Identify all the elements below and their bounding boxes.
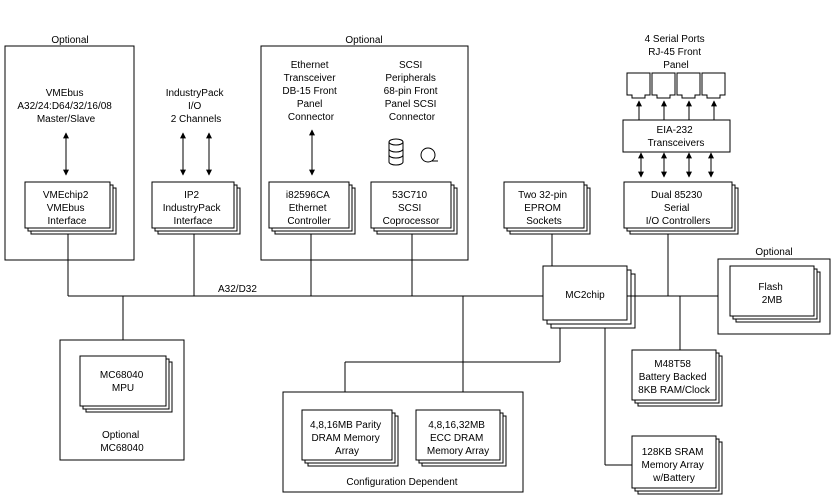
m48t58-label: M48T58 Battery Backed 8KB RAM/Clock xyxy=(638,359,711,396)
i82596-box xyxy=(268,181,350,229)
config-dependent-label: Configuration Dependent xyxy=(346,477,457,488)
vmechip2-label: VMEchip2 VMEbus Interface xyxy=(43,190,91,227)
flash-box xyxy=(729,265,815,317)
optional-cpu-label: Optional MC68040 xyxy=(100,430,144,454)
dram-parity-box xyxy=(301,409,393,461)
disk-drive-icon xyxy=(388,138,404,166)
scsi710-label: 53C710 SCSI Coprocessor xyxy=(383,190,440,227)
dram-ecc-label: 4,8,16,32MB ECC DRAM Memory Array xyxy=(427,420,489,457)
optional-flash-label: Optional xyxy=(755,247,792,258)
eia232-label: EIA-232 Transceivers xyxy=(648,125,705,149)
eprom-box xyxy=(503,181,585,229)
bus-label: A32/D32 xyxy=(218,284,257,295)
mc68040-box xyxy=(79,355,167,407)
dual85230-box xyxy=(623,181,733,229)
i82596-label: i82596CA Ethernet Controller xyxy=(286,190,332,227)
dram-ecc-box xyxy=(415,409,501,461)
ip2-label: IP2 IndustryPack Interface xyxy=(163,190,224,227)
optional-vme-label: Optional xyxy=(51,35,88,46)
scsi-connector-label: SCSI Peripherals 68-pin Front Panel SCSI… xyxy=(384,60,441,123)
dram-parity-label: 4,8,16MB Parity DRAM Memory Array xyxy=(310,420,384,457)
mc2chip-label: MC2chip xyxy=(565,290,605,301)
rj45-connectors xyxy=(626,72,726,99)
industrypack-label: IndustryPack I/O 2 Channels xyxy=(166,88,227,125)
tape-drive-icon xyxy=(420,147,438,163)
dual85230-label: Dual 85230 Serial I/O Controllers xyxy=(646,190,710,227)
flash-label: Flash 2MB xyxy=(758,282,785,306)
m48t58-box xyxy=(631,349,717,401)
eprom-label: Two 32-pin EPROM Sockets xyxy=(518,190,570,227)
a32-d32-bus xyxy=(67,234,553,392)
serial-ports-label: 4 Serial Ports RJ-45 Front Panel xyxy=(645,34,708,71)
scsi710-box xyxy=(370,181,452,229)
optional-io-label: Optional xyxy=(345,35,382,46)
sram-box xyxy=(631,435,717,489)
eia232-box xyxy=(622,119,731,153)
mc2chip-connections xyxy=(344,234,718,466)
vmechip2-box xyxy=(24,181,111,229)
mc68040-label: MC68040 MPU xyxy=(100,370,146,394)
ethernet-connector-label: Ethernet Transceiver DB-15 Front Panel C… xyxy=(282,60,339,123)
ip2-box xyxy=(151,181,235,229)
sram-label: 128KB SRAM Memory Array w/Battery xyxy=(641,447,706,484)
vmebus-label: VMEbus A32/24:D64/32/16/08 Master/Slave xyxy=(17,88,114,125)
mc2chip-box xyxy=(542,265,628,321)
